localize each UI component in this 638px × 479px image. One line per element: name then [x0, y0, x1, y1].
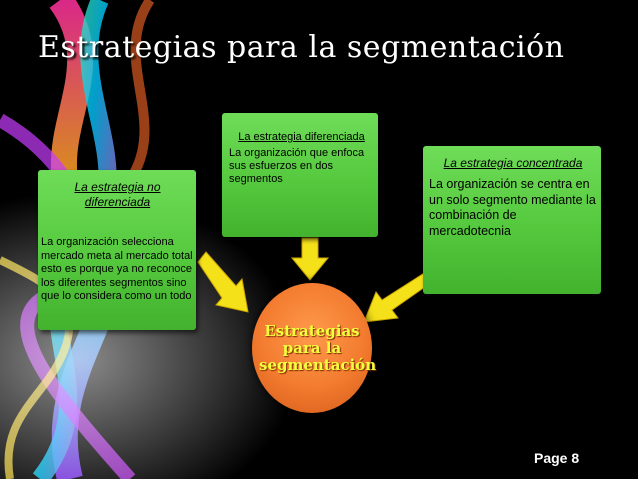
box-heading: La estrategia no diferenciada: [74, 180, 161, 209]
box-body: La organización se centra en un solo seg…: [429, 177, 596, 238]
center-label: Estrategias para la segmentación: [259, 321, 377, 374]
page-number: Page 8: [534, 450, 580, 466]
box-body: La organización que enfoca sus esfuerzos…: [229, 147, 365, 185]
box-estrategia-diferenciada: La estrategia diferenciada La organizaci…: [222, 113, 378, 237]
box-heading: La estrategia diferenciada: [238, 131, 365, 143]
box-heading: La estrategia concentrada: [443, 156, 583, 170]
box-estrategia-no-diferenciada: La estrategia no diferenciada La organiz…: [38, 170, 196, 330]
center-circle: Estrategias para la segmentación: [252, 283, 377, 413]
box-body: La organización selecciona mercado meta …: [41, 236, 193, 302]
box-estrategia-concentrada: La estrategia concentrada La organizació…: [423, 146, 601, 294]
slide-title: Estrategias para la segmentación: [38, 30, 565, 65]
